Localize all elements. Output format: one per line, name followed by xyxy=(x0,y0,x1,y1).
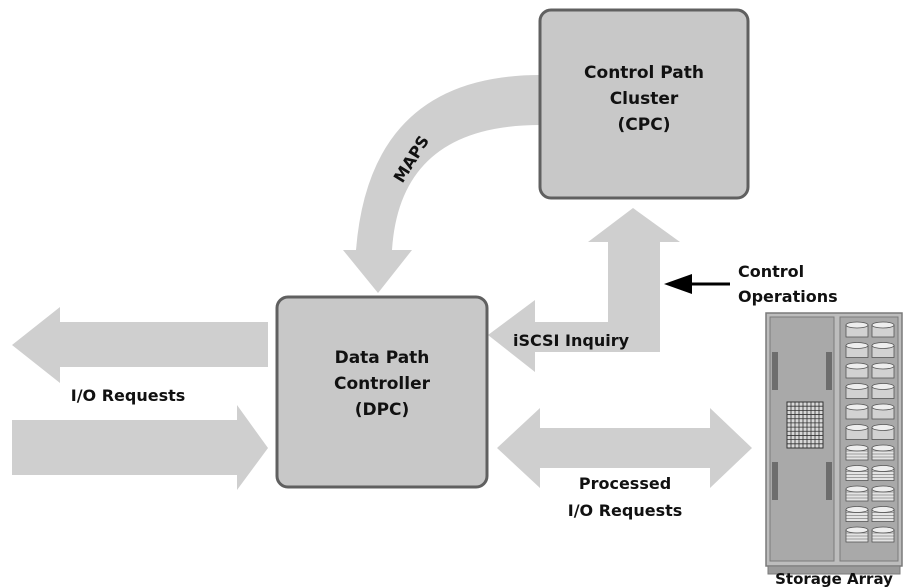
cpc-label-line2: Cluster xyxy=(610,89,679,109)
disk-icon xyxy=(871,506,895,522)
dpc-label: Data Path Controller (DPC) xyxy=(334,348,431,420)
io-in-arrow xyxy=(12,405,268,490)
dpc-label-line3: (DPC) xyxy=(355,400,410,420)
cpc-label-line1: Control Path xyxy=(584,63,704,83)
processed-io-arrow xyxy=(497,408,752,488)
grid-panel xyxy=(786,401,824,449)
processed-label-line1: Processed xyxy=(579,474,671,493)
disk-icon xyxy=(845,506,869,522)
control-operations-line2: Operations xyxy=(738,287,838,306)
control-ops-pointer-head xyxy=(664,274,692,294)
disk-icon xyxy=(845,526,869,543)
dpc-label-line2: Controller xyxy=(334,374,431,394)
disk-icon xyxy=(845,321,869,338)
disk-icon xyxy=(871,403,895,420)
disk-icon xyxy=(845,424,869,440)
disk-icon xyxy=(845,444,869,461)
io-out-arrow xyxy=(12,307,268,383)
disk-icon xyxy=(845,403,869,420)
control-operations-line1: Control xyxy=(738,262,804,281)
disk-icon xyxy=(871,424,895,440)
storage-array-label: Storage Array xyxy=(775,570,893,588)
io-requests-label: I/O Requests xyxy=(71,386,186,405)
maps-arrow xyxy=(343,75,540,293)
dpc-box xyxy=(275,295,489,489)
disk-icon xyxy=(845,465,869,481)
disk-icon xyxy=(871,362,895,379)
cpc-label: Control Path Cluster (CPC) xyxy=(584,63,704,135)
disk-icon xyxy=(871,526,895,543)
disk-icon xyxy=(871,383,895,399)
processed-label-line2: I/O Requests xyxy=(568,501,683,520)
disk-icon xyxy=(845,383,869,399)
disk-icon xyxy=(871,465,895,481)
cpc-label-line3: (CPC) xyxy=(618,115,671,135)
disk-icon xyxy=(871,342,895,358)
storage-array-icon xyxy=(765,312,903,575)
disk-icon xyxy=(845,485,869,502)
disk-icon xyxy=(871,321,895,338)
cpc-box xyxy=(538,8,750,200)
dpc-label-line1: Data Path xyxy=(335,348,430,368)
iscsi-inquiry-label: iSCSI Inquiry xyxy=(513,331,630,350)
disk-icon xyxy=(845,342,869,358)
iscsi-inquiry-arrow xyxy=(488,208,680,372)
disk-icon xyxy=(871,444,895,461)
disk-icon xyxy=(845,362,869,379)
disk-icon xyxy=(871,485,895,502)
